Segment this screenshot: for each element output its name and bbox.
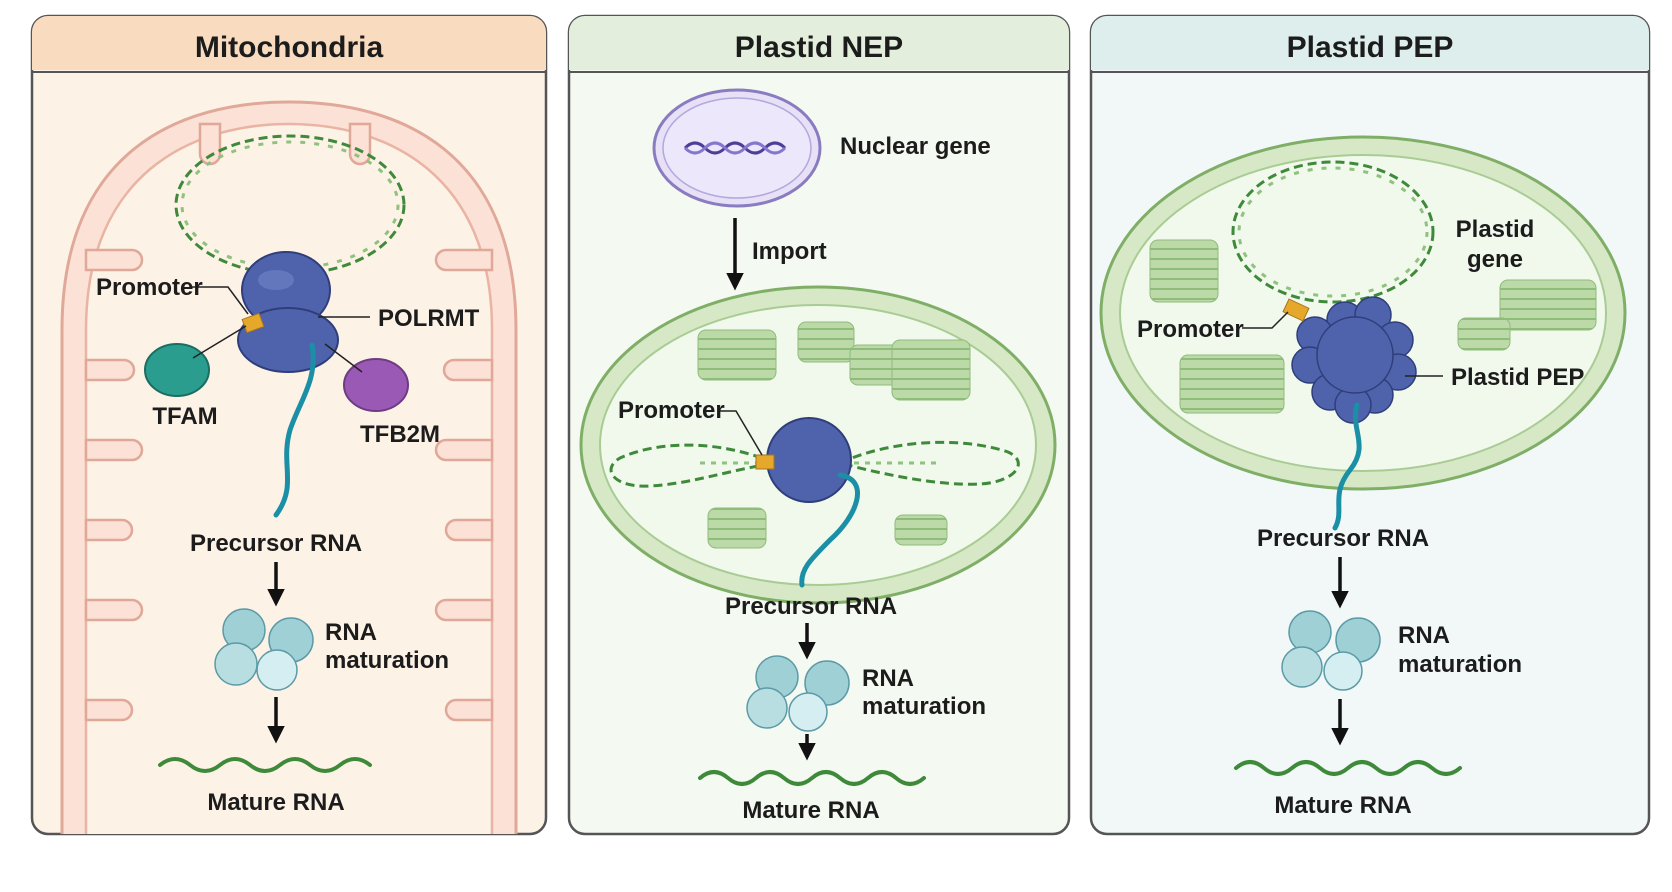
label-rna-maturation-2: maturation <box>325 647 449 674</box>
nucleus-icon <box>652 88 822 208</box>
label-import: Import <box>752 238 827 265</box>
label-polrmt: POLRMT <box>378 305 480 332</box>
label-rna-maturation-nep-2: maturation <box>862 693 986 720</box>
precursor-rna-strand-nep <box>799 472 860 588</box>
label-rna-maturation-pep-2: maturation <box>1398 651 1522 678</box>
label-promoter: Promoter <box>96 274 203 301</box>
label-precursor-rna-pep: Precursor RNA <box>1257 525 1429 552</box>
tfb2m-icon <box>343 358 409 412</box>
mature-rna-strand-pep <box>1234 760 1462 776</box>
panel-title-mitochondria: Mitochondria <box>195 31 384 64</box>
label-mature-rna-nep: Mature RNA <box>742 797 879 824</box>
mature-rna-strand-nep <box>698 770 926 786</box>
label-promoter-nep: Promoter <box>618 397 725 424</box>
promoter-icon-nep <box>755 454 775 470</box>
nep-polymerase-icon <box>766 417 852 503</box>
polrmt-polymerase-icon <box>237 251 339 373</box>
tfam-icon <box>144 343 210 397</box>
precursor-rna-strand <box>273 342 316 518</box>
label-precursor-rna-nep: Precursor RNA <box>725 593 897 620</box>
panel-title-plastid-pep: Plastid PEP <box>1287 31 1454 64</box>
promoter-icon-pep <box>1282 298 1310 322</box>
plastid-gene-dna-icon <box>1231 160 1435 304</box>
label-rna-maturation-nep-1: RNA <box>862 665 914 692</box>
label-tfb2m: TFB2M <box>360 421 440 448</box>
label-rna-maturation-pep-1: RNA <box>1398 622 1450 649</box>
label-plastid-gene-1: Plastid <box>1456 216 1535 243</box>
label-nuclear-gene: Nuclear gene <box>840 133 991 160</box>
pep-polymerase-complex-icon <box>1291 296 1417 424</box>
panel-mitochondria: Mitochondria <box>30 14 548 836</box>
label-tfam: TFAM <box>152 403 217 430</box>
label-precursor-rna: Precursor RNA <box>190 530 362 557</box>
plastid-dna-icon <box>609 440 1020 488</box>
panel-plastid-pep: Plastid PEP Pl <box>1089 14 1651 836</box>
rna-maturation-complex-icon-nep <box>746 655 850 732</box>
label-plastid-gene-2: gene <box>1467 246 1523 273</box>
panel-plastid-nep: Plastid NEP Nuclear gene Import <box>567 14 1071 836</box>
rna-maturation-complex-icon-pep <box>1281 610 1381 691</box>
label-mature-rna: Mature RNA <box>207 789 344 816</box>
label-rna-maturation-1: RNA <box>325 619 377 646</box>
label-promoter-pep: Promoter <box>1137 316 1244 343</box>
panel-title-plastid-nep: Plastid NEP <box>735 31 903 64</box>
rna-maturation-complex-icon <box>214 608 314 691</box>
mature-rna-strand <box>158 757 372 773</box>
label-mature-rna-pep: Mature RNA <box>1274 792 1411 819</box>
precursor-rna-strand-pep <box>1332 402 1362 531</box>
label-plastid-pep: Plastid PEP <box>1451 364 1584 391</box>
